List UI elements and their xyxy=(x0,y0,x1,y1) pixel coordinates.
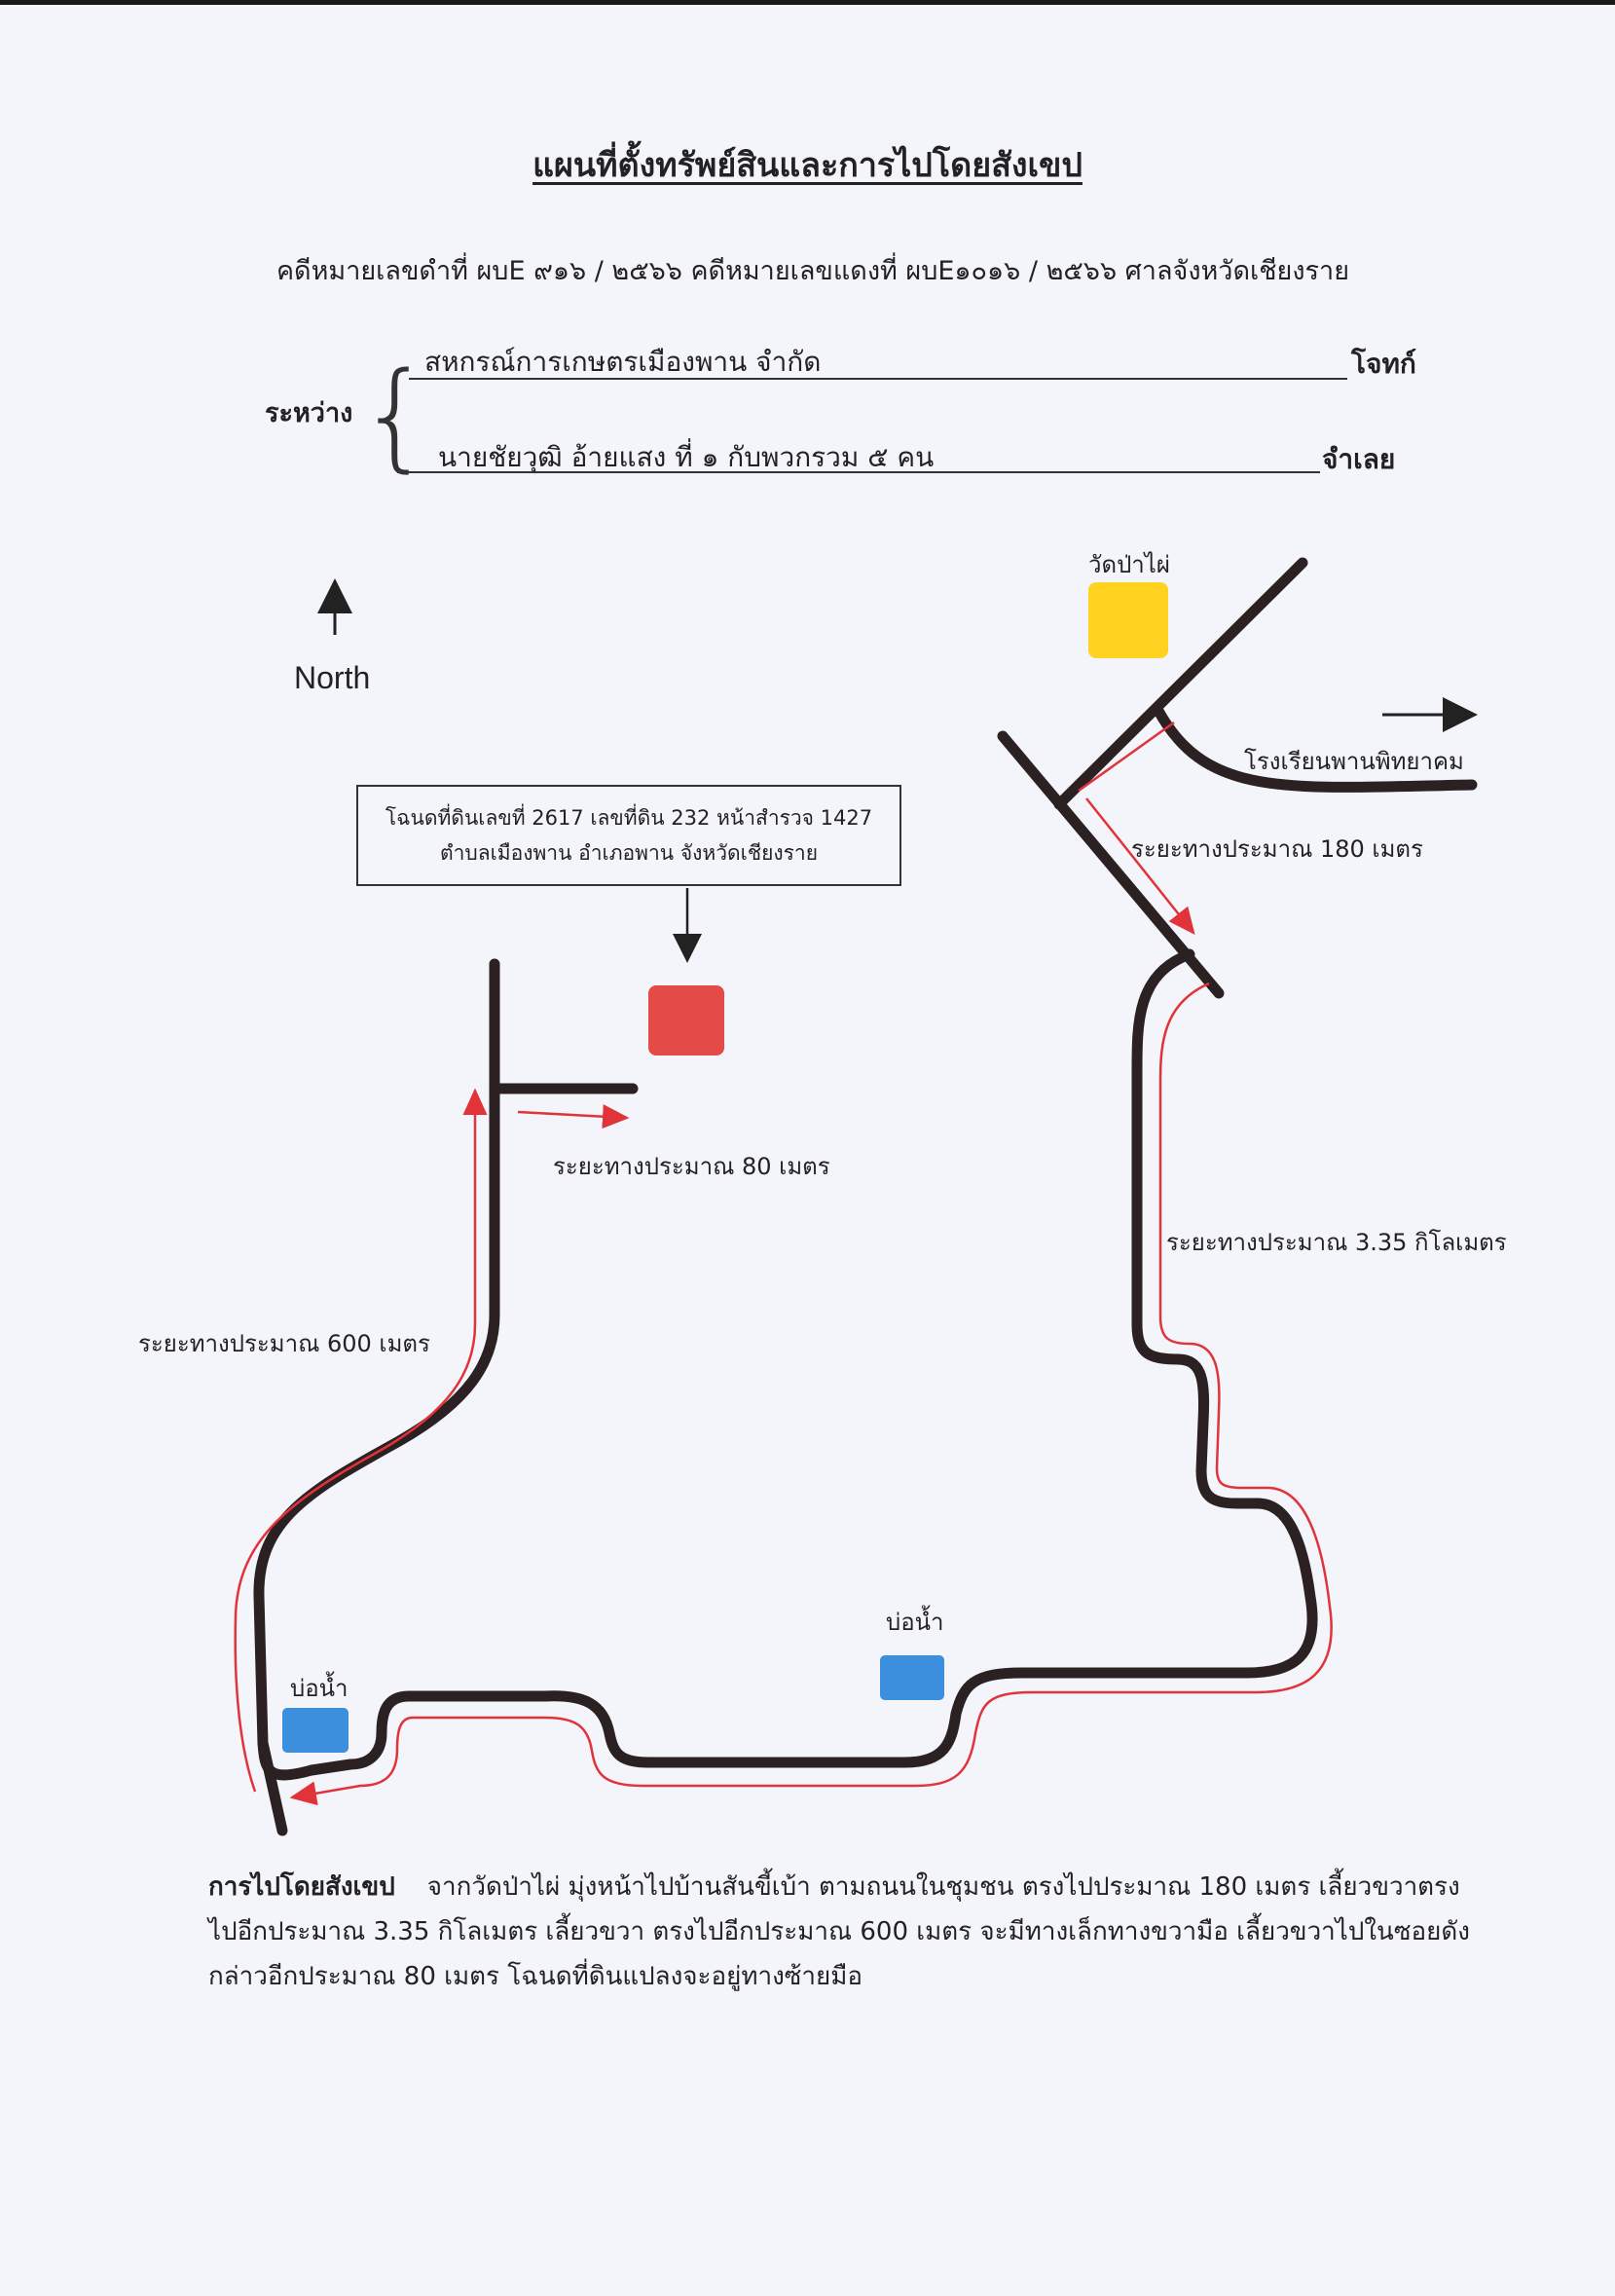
directions-heading: การไปโดยสังเขป xyxy=(208,1872,395,1902)
road-junction-segment xyxy=(997,730,1225,999)
directions-text: จากวัดป่าไผ่ มุ่งหน้าไปบ้านสันขี้เบ้า ตา… xyxy=(208,1872,1470,1991)
well-label-left: บ่อน้ำ xyxy=(290,1675,349,1702)
scan-top-edge xyxy=(0,0,1615,5)
distance-80m-label: ระยะทางประมาณ 80 เมตร xyxy=(553,1153,830,1180)
defendant-name: นายชัยวุฒิ อ้ายแสง ที่ ๑ กับพวกรวม ๕ คน xyxy=(438,441,935,473)
route-180m-arrow xyxy=(1085,797,1195,935)
road-600m xyxy=(253,958,500,1781)
route-600m-arrow xyxy=(234,1088,488,1793)
plaintiff-name: สหกรณ์การเกษตรเมืองพาน จำกัด xyxy=(424,346,822,378)
defendant-role: จำเลย xyxy=(1322,443,1396,475)
distance-180m-label: ระยะทางประมาณ 180 เมตร xyxy=(1131,835,1423,863)
school-label: โรงเรียนพานพิทยาคม xyxy=(1244,748,1464,775)
case-number-line: คดีหมายเลขดำที่ ผบE ๙๑๖ / ๒๕๖๖ คดีหมายเล… xyxy=(276,256,1350,286)
well-marker-left xyxy=(282,1708,349,1753)
route-80m-arrow xyxy=(517,1104,630,1129)
north-label: North xyxy=(294,660,371,695)
road-main-loop xyxy=(306,948,1318,1776)
well-marker-right xyxy=(880,1655,944,1700)
road-left-tail xyxy=(257,1737,288,1836)
distance-600m-label: ระยะทางประมาณ 600 เมตร xyxy=(138,1330,430,1357)
distance-335km-label: ระยะทางประมาณ 3.35 กิโลเมตร xyxy=(1166,1229,1507,1256)
land-plot-marker xyxy=(648,985,724,1055)
road-upper-diagonal xyxy=(1053,557,1308,810)
route-335km xyxy=(289,981,1333,1806)
deed-line-2: ตำบลเมืองพาน อำเภอพาน จังหวัดเชียงราย xyxy=(439,841,819,865)
route-temple-segment xyxy=(1078,721,1175,793)
plaintiff-underline xyxy=(409,378,1347,380)
road-network xyxy=(253,557,1478,1836)
road-to-school xyxy=(1153,705,1478,793)
defendant-underline xyxy=(397,471,1320,473)
document-title: แผนที่ตั้งทรัพย์สินและการไปโดยสังเขป xyxy=(532,146,1083,185)
deed-line-1: โฉนดที่ดินเลขที่ 2617 เลขที่ดิน 232 หน้า… xyxy=(385,806,873,830)
well-label-right: บ่อน้ำ xyxy=(886,1609,944,1636)
route-path xyxy=(234,721,1333,1806)
between-label: ระหว่าง xyxy=(265,398,353,428)
brace-symbol: { xyxy=(358,349,433,484)
land-deed-box: โฉนดที่ดินเลขที่ 2617 เลขที่ดิน 232 หน้า… xyxy=(356,785,901,886)
directions-paragraph: การไปโดยสังเขป จากวัดป่าไผ่ มุ่งหน้าไปบ้… xyxy=(208,1865,1474,1999)
temple-marker xyxy=(1088,582,1168,658)
plaintiff-role: โจทก์ xyxy=(1351,348,1416,380)
temple-label: วัดป่าไผ่ xyxy=(1088,551,1170,578)
